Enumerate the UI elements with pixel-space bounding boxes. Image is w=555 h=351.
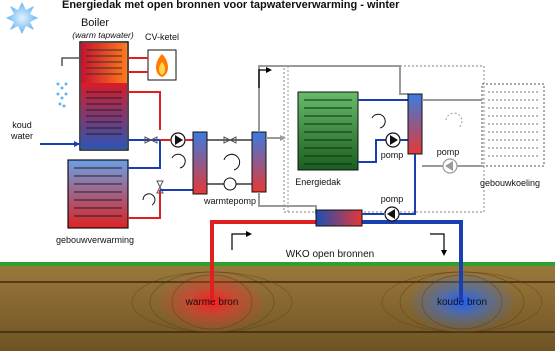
warm-tapwater-label: (warm tapwater) (72, 30, 134, 40)
pump-energiedak-icon (385, 132, 401, 148)
boiler-label: Boiler (81, 17, 109, 29)
pump-icon (170, 132, 186, 148)
water-drops-icon (56, 82, 68, 108)
pump-bronnen-icon (384, 206, 400, 222)
roof-heat-exchanger (407, 93, 423, 155)
tap-outlet (61, 57, 80, 66)
pump-gebouwkoeling-icon (442, 158, 458, 174)
cold-well-pipe (362, 220, 463, 300)
boiler-tank (79, 41, 129, 151)
flow-circle-heating (142, 193, 156, 206)
cv-ketel-label: CV-ketel (145, 32, 179, 42)
warmtepomp-evaporator (251, 131, 267, 193)
snowflake-icon (6, 2, 38, 34)
koud-water-label-2: water (10, 131, 33, 141)
koude-bron-label: koude bron (437, 297, 487, 308)
pomp-gebouwkoeling-label: pomp (437, 147, 460, 157)
energiedak-frame (283, 65, 485, 213)
flow-circle-cooling (445, 112, 463, 129)
koud-water-label-1: koud (12, 120, 32, 130)
flow-circle-roof (371, 113, 386, 129)
heating-supply (128, 140, 161, 169)
grass-line (0, 262, 555, 266)
energiedak-panel (297, 91, 359, 171)
valve-icon (144, 136, 158, 144)
flow-circle-hp (223, 153, 241, 171)
flow-circle-1 (171, 153, 186, 169)
warmtepomp-label: warmtepomp (203, 196, 256, 206)
boiler-hot-return (128, 91, 161, 130)
pomp-bronnen-label: pomp (381, 194, 404, 204)
expansion-valve-icon (223, 136, 237, 144)
pomp-energiedak-label: pomp (381, 150, 404, 160)
warmtepomp-condenser (192, 131, 208, 195)
flow-arrow-cold (430, 233, 445, 250)
flow-arrow-warm (231, 233, 246, 250)
gebouwkoeling-label: gebouwkoeling (480, 178, 540, 188)
gebouwverwarming-unit (67, 159, 129, 229)
heating-return (128, 190, 161, 219)
page-title: Energiedak met open bronnen voor tapwate… (62, 0, 400, 11)
wko-label: WKO open bronnen (286, 249, 374, 260)
boiler-cv-pipes (128, 57, 148, 73)
flow-arrow-top (258, 69, 268, 88)
energiedak-label: Energiedak (295, 177, 341, 187)
cv-ketel (147, 49, 177, 81)
warme-bron-label: warme bron (185, 297, 239, 308)
wko-heat-exchanger (315, 209, 363, 227)
gebouwkoeling-unit (481, 83, 545, 167)
warm-well-pipe (210, 220, 316, 300)
roof-return (358, 139, 386, 163)
compressor-icon (223, 177, 237, 191)
gebouwverwarming-label: gebouwverwarming (56, 235, 134, 245)
